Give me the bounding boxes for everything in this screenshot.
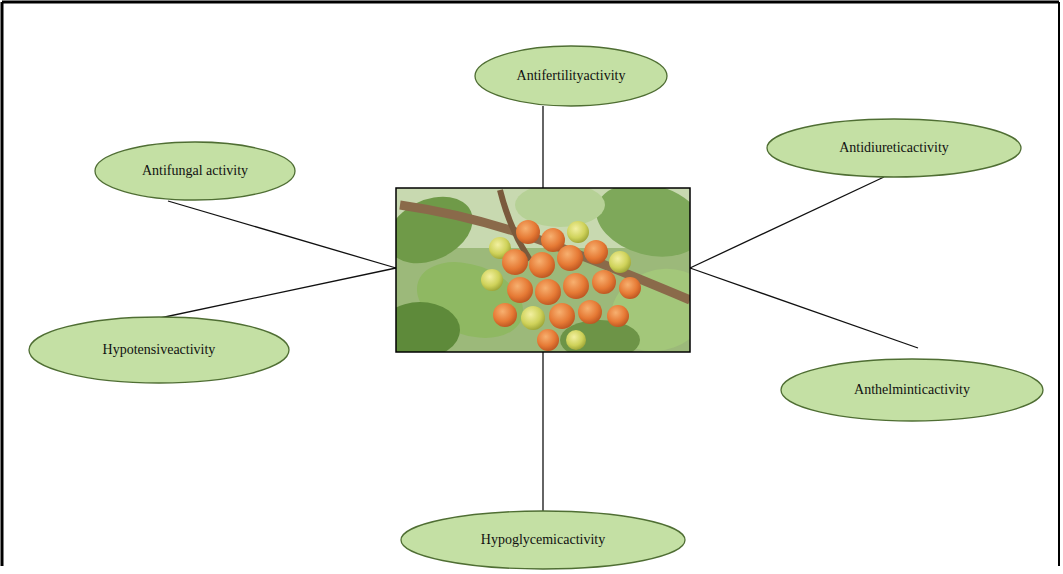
photo-border [396, 188, 690, 352]
frame-line [1058, 2, 1060, 566]
fig-photo [396, 188, 690, 352]
text-holder: Hypoglycemicactivity [400, 510, 686, 570]
text-holder: Hypotensiveactivity [28, 316, 290, 384]
activity-ellipse: Hypoglycemicactivity [400, 510, 686, 570]
activity-label: Hypoglycemicactivity [481, 532, 605, 549]
text-holder: Antifungal activity [94, 141, 296, 201]
activity-ellipse: Anthelminticactivity [780, 358, 1044, 422]
activity-label: Hypotensiveactivity [103, 342, 216, 359]
text-holder: Antifertilityactivity [474, 45, 668, 107]
text-holder: Anthelminticactivity [780, 358, 1044, 422]
frame-line [2, 1, 1059, 4]
activity-ellipse: Antifungal activity [94, 141, 296, 201]
activity-ellipse: Hypotensiveactivity [28, 316, 290, 384]
activity-label: Antidiureticactivity [839, 140, 949, 157]
frame-line [1, 2, 4, 566]
text-holder: Antidiureticactivity [766, 118, 1022, 178]
activity-label: Antifungal activity [142, 163, 248, 180]
activity-label: Antifertilityactivity [517, 68, 626, 85]
activity-ellipse: Antifertilityactivity [474, 45, 668, 107]
activity-label: Anthelminticactivity [854, 382, 970, 399]
activity-ellipse: Antidiureticactivity [766, 118, 1022, 178]
